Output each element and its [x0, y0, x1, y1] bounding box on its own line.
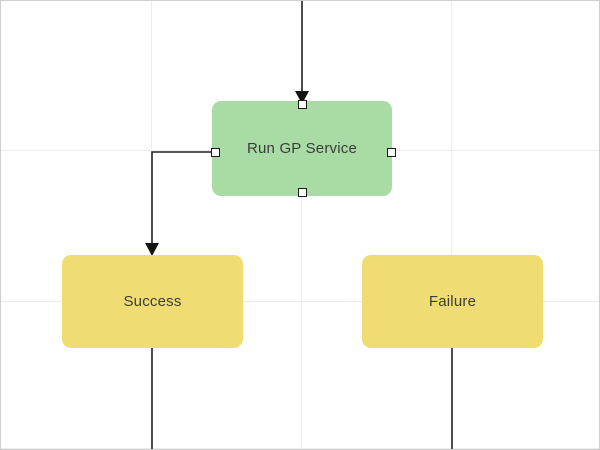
- node-label: Success: [123, 293, 182, 310]
- node-label: Failure: [428, 293, 477, 310]
- edge-line: [151, 151, 211, 245]
- handle-bottom[interactable]: [298, 188, 307, 197]
- edge-incoming-top[interactable]: [295, 1, 309, 104]
- edge-arrowhead-icon: [295, 91, 309, 104]
- node-run-gp-service[interactable]: Run GP Service: [212, 101, 392, 196]
- node-success[interactable]: Success: [62, 255, 243, 348]
- node-label: Run GP Service: [246, 140, 358, 157]
- edge-arrowhead-icon: [145, 243, 159, 256]
- handle-left[interactable]: [211, 148, 220, 157]
- edge-service-to-success[interactable]: [145, 151, 211, 256]
- handle-right[interactable]: [387, 148, 396, 157]
- node-failure[interactable]: Failure: [362, 255, 543, 348]
- handle-top[interactable]: [298, 100, 307, 109]
